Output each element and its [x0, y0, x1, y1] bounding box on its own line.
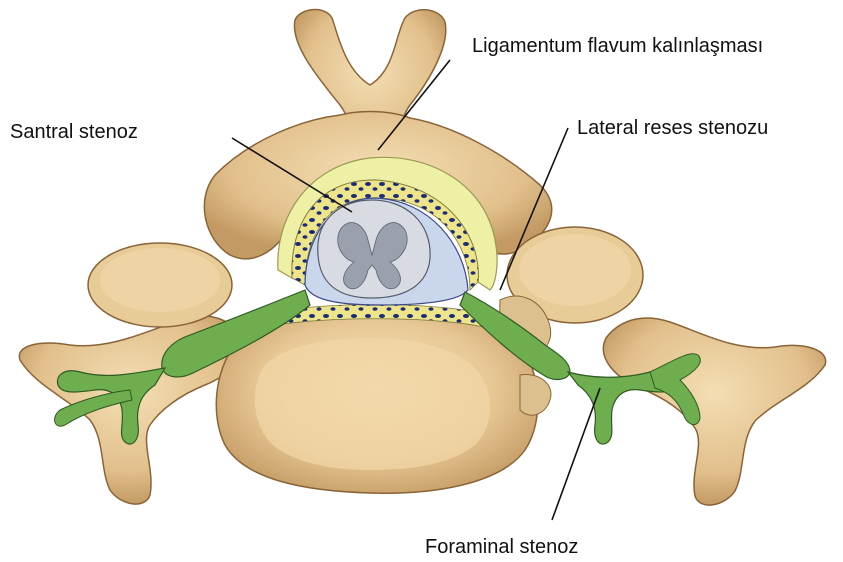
- foraminal-leader-line: [552, 388, 600, 520]
- label-foraminal-stenoz: Foraminal stenoz: [425, 537, 578, 557]
- label-lateral-reses-stenozu: Lateral reses stenozu: [577, 118, 768, 138]
- spinal-cord: [318, 200, 430, 298]
- label-ligamentum-flavum: Ligamentum flavum kalınlaşması: [472, 36, 763, 56]
- label-santral-stenoz: Santral stenoz: [10, 122, 138, 142]
